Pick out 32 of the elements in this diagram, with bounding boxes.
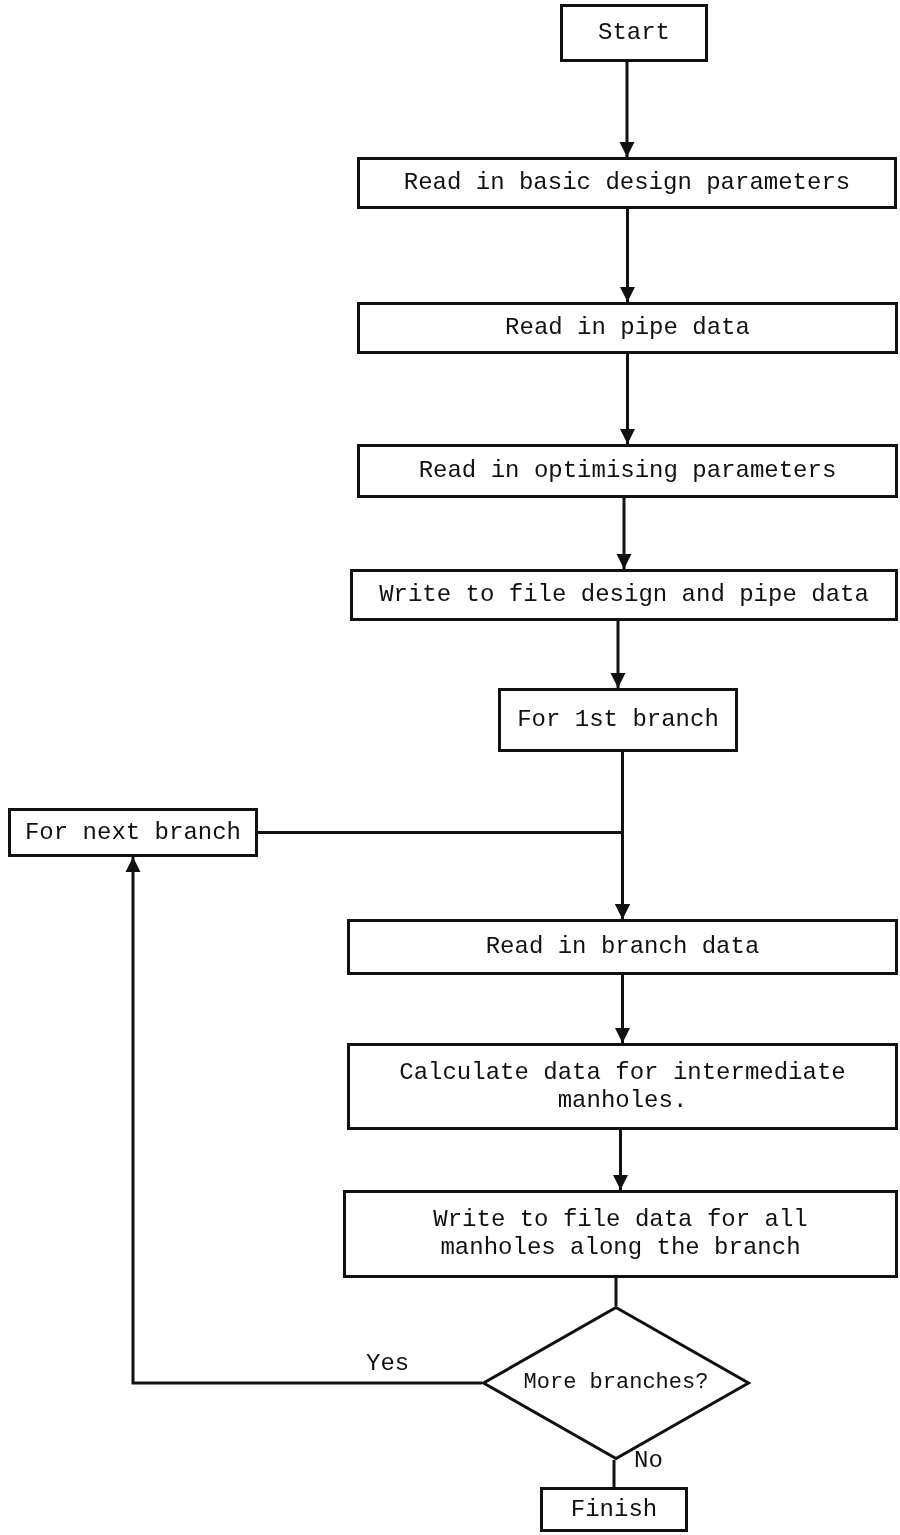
- connector-arrow: [615, 975, 630, 1043]
- node-text: Read in basic design parameters: [403, 169, 851, 197]
- connector-arrow: [610, 621, 626, 688]
- connector-arrow: [619, 62, 635, 157]
- process-box: [350, 569, 898, 621]
- node-text: Calculate data for intermediate manholes.: [398, 1058, 847, 1115]
- node-text: For 1st branch: [517, 706, 719, 734]
- connector-arrow: [125, 857, 482, 1385]
- process-box: [498, 688, 738, 752]
- node-text: Read in optimising parameters: [418, 457, 837, 485]
- terminal-box: [540, 1487, 688, 1532]
- node-text: Write to file data for all manholes along the branch: [432, 1206, 809, 1262]
- process-box: [343, 1190, 898, 1278]
- connector-arrow: [620, 354, 635, 444]
- process-box: [8, 808, 258, 857]
- connector-arrow: [616, 498, 632, 569]
- node-text: For next branch: [24, 818, 241, 847]
- process-box: [347, 1043, 898, 1130]
- node-text: Start: [598, 19, 670, 47]
- node-text: More branches?: [523, 1370, 709, 1396]
- connector-arrow: [258, 831, 630, 919]
- node-text: Write to file design and pipe data: [379, 581, 869, 609]
- process-box: [347, 919, 898, 975]
- connector-arrow: [620, 209, 635, 302]
- process-box: [357, 157, 897, 209]
- connector-arrow: [613, 1130, 628, 1190]
- node-text: Read in branch data: [485, 933, 760, 961]
- node-text: Read in pipe data: [505, 314, 750, 342]
- terminal-box: [560, 4, 708, 62]
- process-box: [357, 302, 898, 354]
- process-box: [357, 444, 898, 498]
- node-text: Finish: [570, 1495, 658, 1524]
